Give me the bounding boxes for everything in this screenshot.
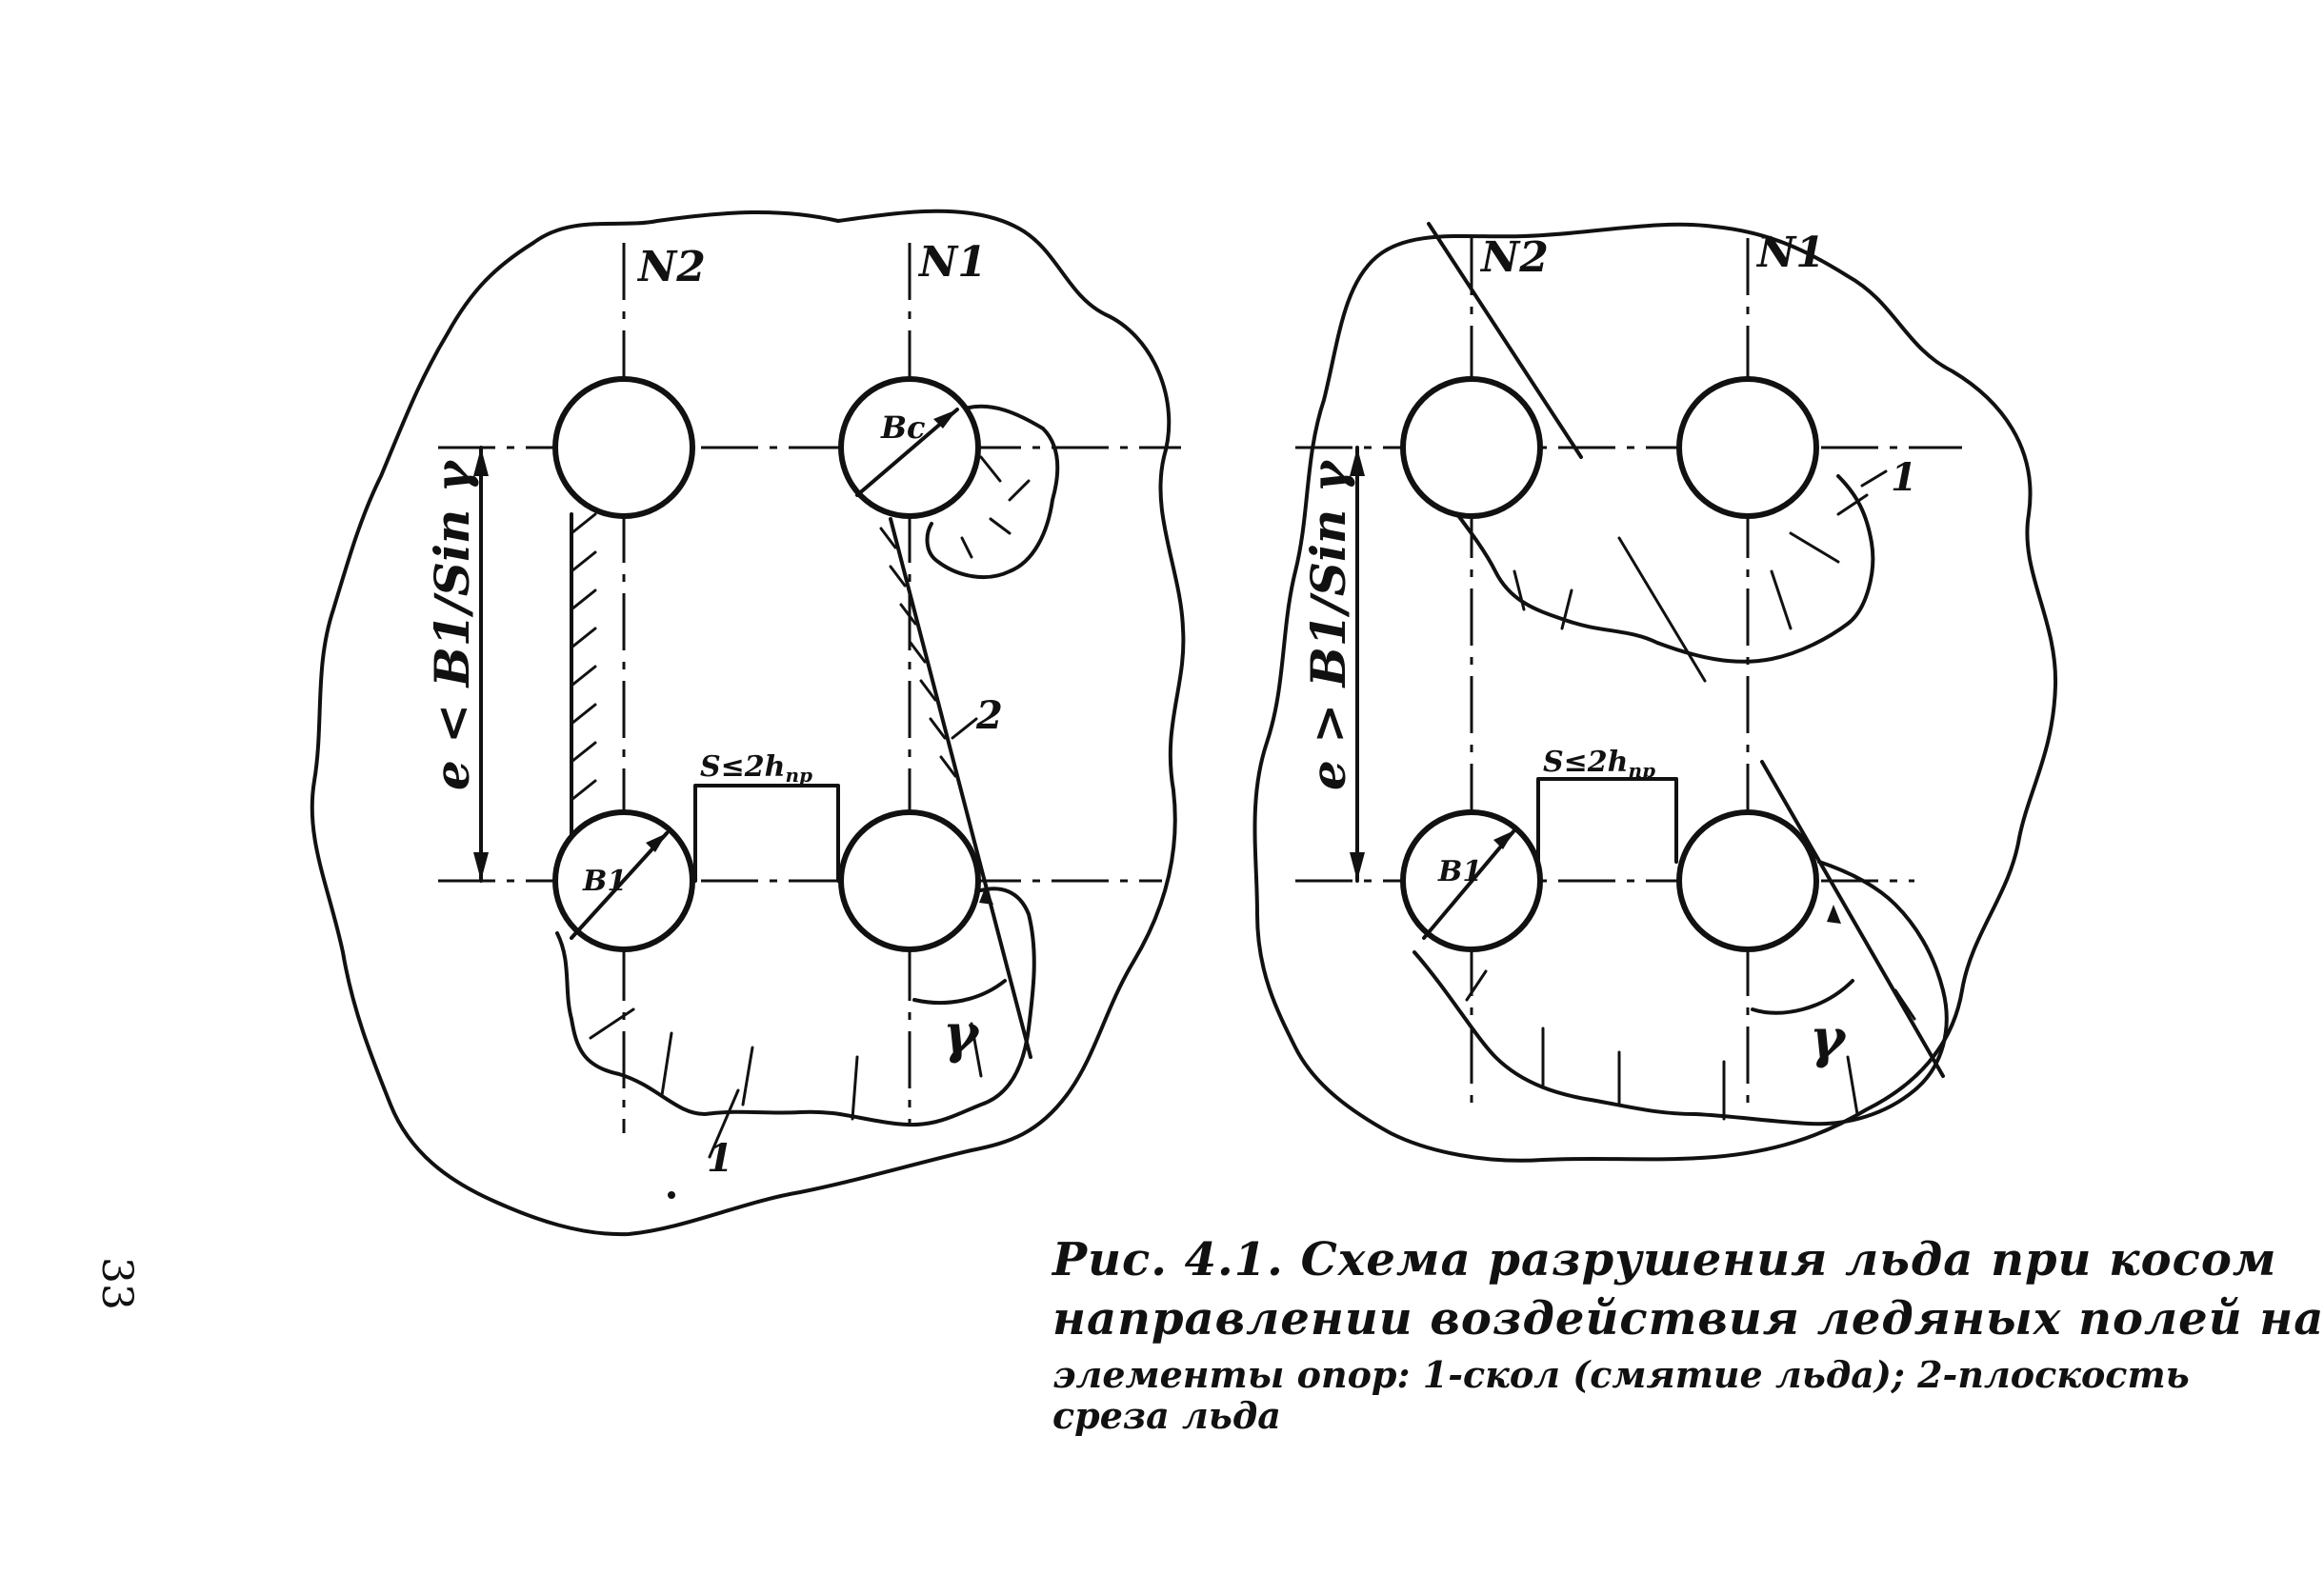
right-dim-spacing (1536, 777, 1678, 864)
right-shear-line-lower (1760, 760, 1945, 1078)
left-hatch-right (879, 527, 957, 778)
left-angle-arc (912, 979, 1007, 1006)
right-callout-1-label: 1 (1891, 455, 1917, 500)
left-pile-top-left (552, 376, 695, 519)
page: N2 N1 Bc B1 e < B1/Sin γ S≤2hпр γ 1 2 (92, 209, 2324, 1437)
caption-line-4: среза льда (1052, 1394, 1281, 1437)
left-callout-1-label: 1 (707, 1136, 733, 1181)
right-spall-zone-top (1455, 474, 1875, 664)
left-dim-spacing-text: S≤2hпр (700, 750, 812, 787)
page-number: 33 (92, 1257, 141, 1310)
right-diagram: N2 N1 B1 e > B1/Sin γ S≤2hпр γ 1 (1252, 222, 2058, 1163)
left-diagram: N2 N1 Bc B1 e < B1/Sin γ S≤2hпр γ 1 2 (310, 209, 1186, 1237)
caption-line-1: Рис. 4.1. Схема разрушения льда при косо… (1052, 1233, 2277, 1286)
figure-diagram: N2 N1 Bc B1 e < B1/Sin γ S≤2hпр γ 1 2 (310, 209, 2058, 1237)
right-shear-line-upper (1427, 222, 1583, 459)
left-dim-vertical-text: e < B1/Sin γ (424, 459, 480, 790)
figure-caption: Рис. 4.1. Схема разрушения льда при косо… (1052, 1233, 2324, 1437)
left-label-n1: N1 (917, 238, 987, 287)
caption-line-3: элементы опор: 1-скол (смятие льда); 2-п… (1052, 1353, 2190, 1396)
right-label-n1: N1 (1755, 229, 1825, 277)
right-pile-bottom-right (1676, 809, 1819, 952)
right-label-b1: B1 (1437, 855, 1482, 888)
left-angle-label: γ (943, 1003, 981, 1066)
left-label-b1: B1 (582, 865, 627, 898)
left-pile-bottom-right (838, 809, 981, 952)
right-pile-top-left (1400, 376, 1543, 519)
caption-line-2: направлении воздействия ледяных полей на (1052, 1292, 2324, 1346)
left-ice-field-outline (310, 209, 1186, 1237)
left-callout-2-label: 2 (975, 693, 1003, 738)
right-pile-top-right (1676, 376, 1819, 519)
right-dim-spacing-text: S≤2hпр (1543, 746, 1655, 782)
right-label-n2: N2 (1479, 233, 1549, 282)
left-label-bc: Bc (880, 409, 926, 446)
left-pile-top-right (838, 376, 981, 519)
left-shear-plane-line (889, 517, 988, 887)
left-spall-zone-bottom (555, 887, 1036, 1126)
right-dim-vertical-text: e > B1/Sin γ (1300, 459, 1356, 790)
right-ice-field-outline (1252, 222, 2058, 1163)
left-spall-zone-top (925, 404, 1060, 579)
left-label-n2: N2 (636, 243, 706, 291)
right-angle-arc (1751, 979, 1854, 1015)
right-angle-label: γ (1810, 1007, 1848, 1070)
left-hatch-left (570, 512, 597, 802)
left-dim-spacing (693, 784, 840, 883)
right-spall-zone-bottom (1412, 860, 1949, 1126)
